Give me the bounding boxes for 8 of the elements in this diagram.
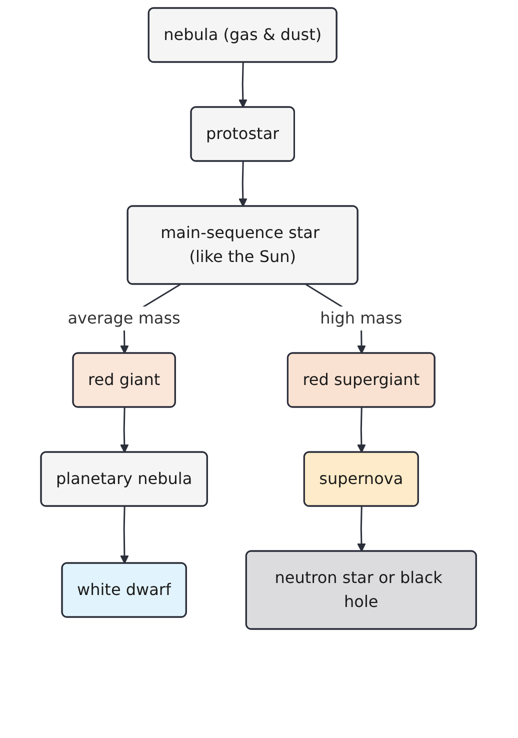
arrow [120,506,130,564]
arrow [238,62,248,108]
arrow [358,407,366,453]
arrow [358,506,366,552]
edge-label: average mass [68,308,181,328]
arrow [120,407,130,453]
edge-label: high mass [320,308,403,328]
arrow [238,161,248,207]
